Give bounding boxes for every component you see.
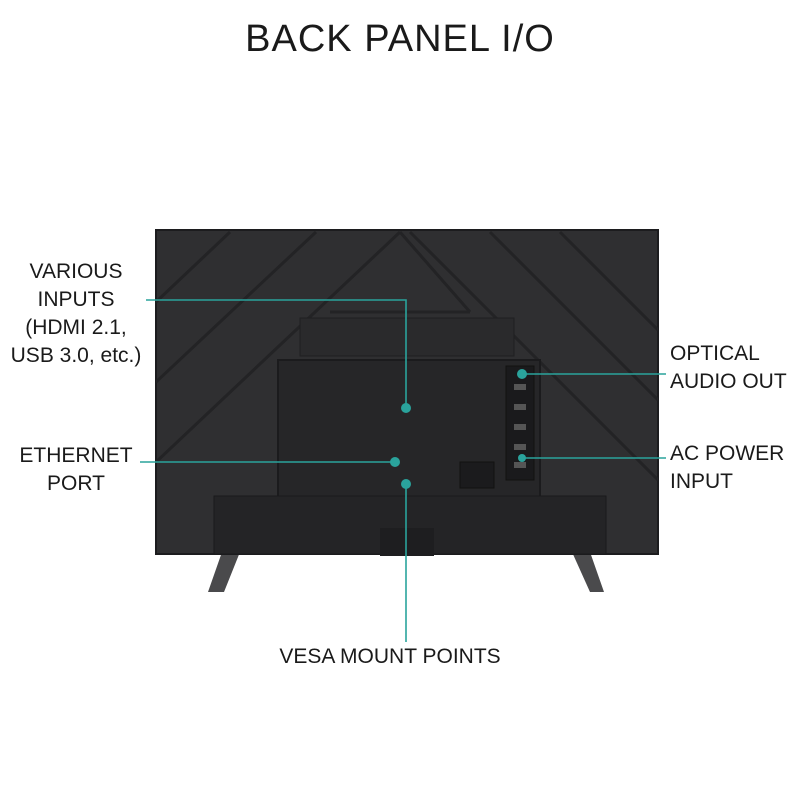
- tv-body: [155, 229, 659, 556]
- callout-optical-audio-out: OPTICAL AUDIO OUT: [670, 342, 787, 393]
- inputs-dot: [401, 403, 411, 413]
- diagram-title: BACK PANEL I/O: [245, 18, 555, 60]
- power-socket: [459, 461, 495, 489]
- callout-various-inputs: VARIOUS INPUTS (HDMI 2.1, USB 3.0, etc.): [10, 260, 142, 367]
- optical-dot: [517, 369, 527, 379]
- callout-vesa-mount-points: VESA MOUNT POINTS: [279, 645, 501, 668]
- inputs-leader: [146, 299, 407, 408]
- io-port-column: [505, 365, 535, 481]
- callout-ethernet-port: ETHERNET PORT: [19, 444, 133, 495]
- ethernet-dot: [390, 457, 400, 467]
- tv-stand: [208, 552, 604, 592]
- callout-ac-power-input: AC POWER INPUT: [670, 442, 785, 493]
- vesa-dot: [401, 479, 411, 489]
- power-dot: [518, 454, 526, 462]
